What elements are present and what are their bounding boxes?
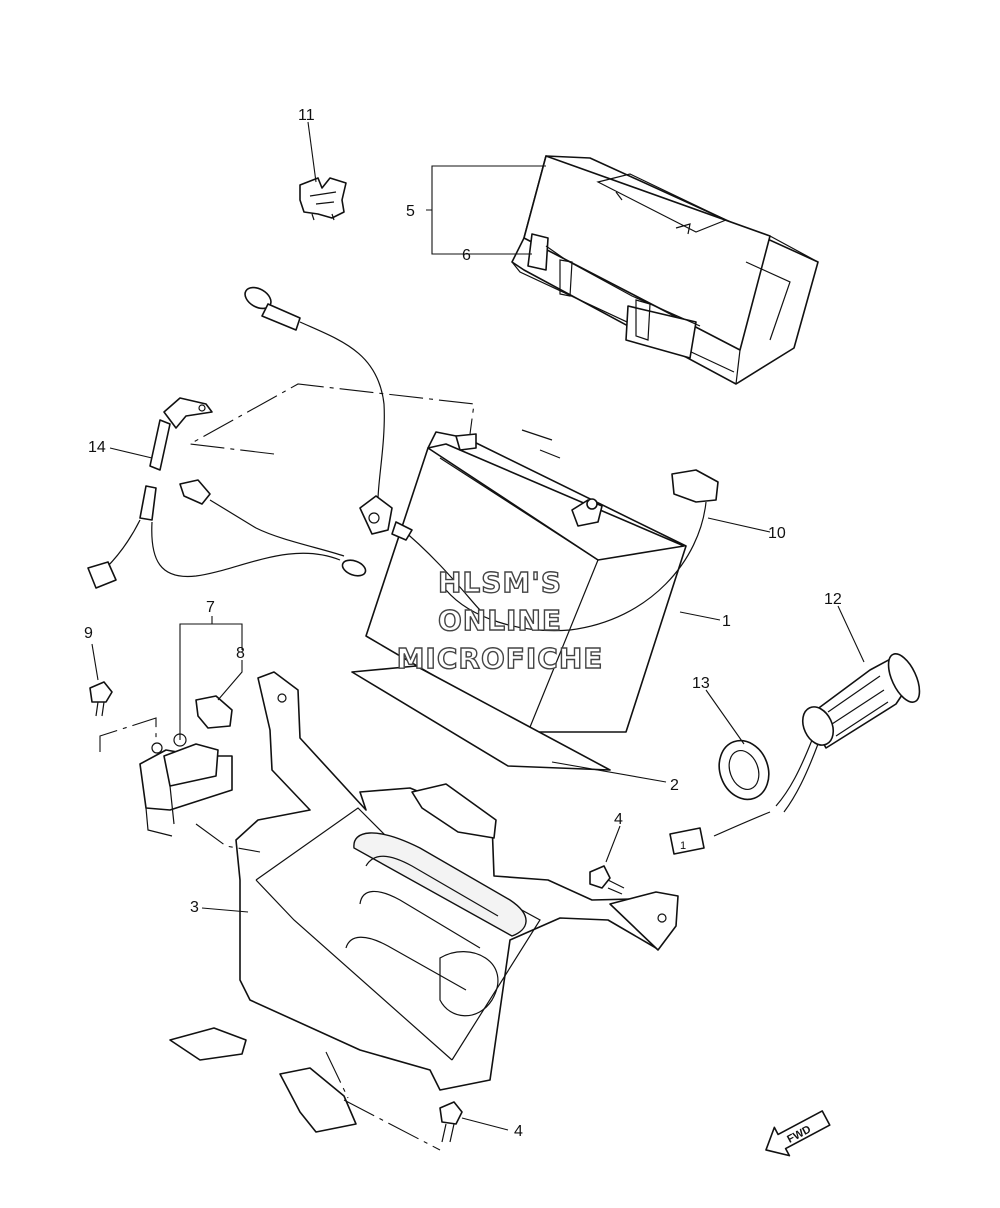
callout-13: 13 bbox=[692, 675, 710, 692]
battery-box-part-3 bbox=[169, 671, 679, 1133]
callout-1: 1 bbox=[722, 613, 731, 630]
callout-2: 2 bbox=[670, 777, 679, 794]
callout-11: 11 bbox=[298, 107, 315, 124]
connector-label: 1 bbox=[680, 840, 686, 852]
battery-lead-part-10 bbox=[445, 469, 719, 632]
callout-4-upper: 4 bbox=[614, 811, 623, 828]
socket-connector: 1 bbox=[669, 827, 705, 855]
socket-part-12 bbox=[713, 653, 921, 837]
bolt-part-4-upper bbox=[589, 865, 625, 895]
sub-harness-part-14 bbox=[87, 397, 367, 589]
watermark: HLSM'S ONLINE MICROFICHE bbox=[396, 565, 604, 675]
fwd-arrow-icon: FWD bbox=[765, 1110, 831, 1157]
battery-cover-part-5 bbox=[511, 155, 819, 385]
clip-part-11 bbox=[299, 177, 347, 221]
battery-part-1 bbox=[365, 429, 687, 733]
cover-band-part-6 bbox=[527, 233, 701, 359]
callout-14: 14 bbox=[88, 439, 106, 456]
negative-lead bbox=[244, 286, 481, 611]
watermark-line-1: HLSM'S bbox=[438, 566, 562, 599]
callout-7: 7 bbox=[206, 599, 215, 616]
callout-12: 12 bbox=[824, 591, 842, 608]
lock-nut-part-13 bbox=[718, 739, 770, 801]
callout-numbers: 11 5 6 14 10 12 1 7 9 8 13 2 4 3 4 bbox=[84, 107, 842, 1140]
callout-10: 10 bbox=[768, 525, 786, 542]
fwd-label: FWD bbox=[785, 1123, 813, 1145]
callout-8: 8 bbox=[236, 645, 245, 662]
bolt-part-4-lower bbox=[439, 1101, 463, 1143]
leader-lines bbox=[91, 121, 865, 1151]
callout-3: 3 bbox=[190, 899, 199, 916]
fuse-part-8 bbox=[195, 695, 233, 729]
callout-6: 6 bbox=[462, 247, 471, 264]
callout-4-lower: 4 bbox=[514, 1123, 523, 1140]
bolt-part-9 bbox=[89, 681, 113, 717]
callout-9: 9 bbox=[84, 625, 93, 642]
battery-pad-part-2 bbox=[351, 665, 611, 771]
callout-5: 5 bbox=[406, 203, 415, 220]
watermark-line-2: ONLINE bbox=[438, 604, 562, 637]
relay-part-7 bbox=[139, 733, 233, 837]
watermark-line-3: MICROFICHE bbox=[397, 642, 604, 675]
